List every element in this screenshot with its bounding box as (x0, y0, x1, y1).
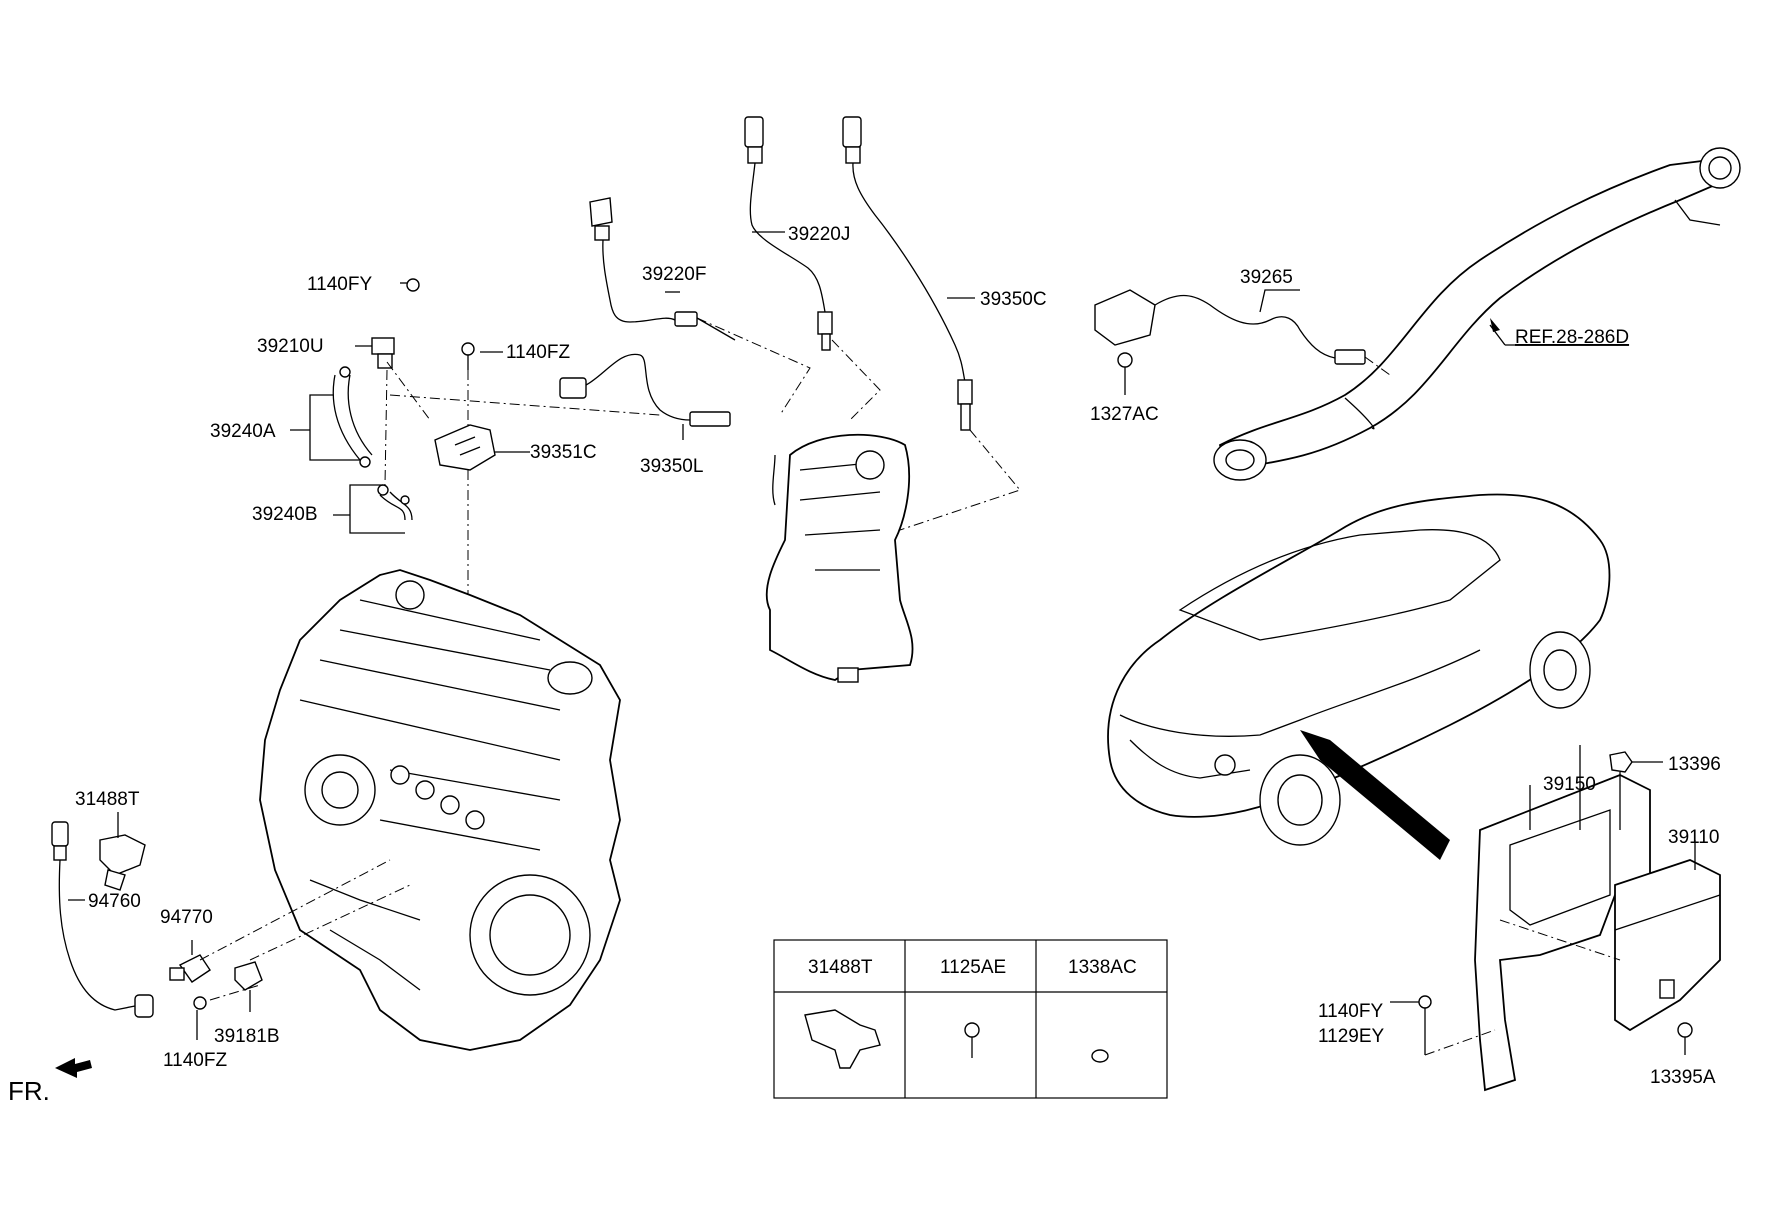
vehicle-illustration (1107, 493, 1611, 860)
label-1140fy-top: 1140FY (307, 274, 372, 295)
bolt-1140fz-bottom[interactable] (193, 996, 207, 1040)
label-13396: 13396 (1668, 754, 1721, 775)
legend-header-2: 1125AE (940, 957, 1006, 978)
exhaust-pipe[interactable] (1213, 147, 1741, 481)
label-13395a: 13395A (1650, 1067, 1716, 1088)
part-labels: 39220J 39220F 39350C 39265 1140FY 39210U… (8, 224, 1721, 1106)
nut-13396[interactable] (1609, 751, 1663, 830)
sensor-94760[interactable] (51, 821, 154, 1018)
catalytic-converter[interactable] (765, 433, 914, 683)
legend-table (773, 939, 1168, 1099)
bolt-1140fy-bottom[interactable] (1390, 995, 1432, 1055)
sensor-39220j[interactable] (744, 116, 833, 351)
label-94770: 94770 (160, 907, 213, 928)
bracket-39351c[interactable] (434, 424, 530, 471)
label-39350l: 39350L (640, 456, 703, 477)
legend-header-3: 1338AC (1068, 957, 1137, 978)
sensor-39220f[interactable] (589, 197, 736, 341)
label-39220j: 39220J (788, 224, 850, 245)
label-94760: 94760 (88, 891, 141, 912)
engine-block[interactable] (259, 569, 621, 1051)
ref-callout (1489, 318, 1628, 346)
sensor-39265[interactable] (1094, 289, 1366, 395)
sensor-39350c[interactable] (842, 116, 973, 431)
legend-header-1: 31488T (808, 957, 873, 978)
legend-nut-1338ac (1091, 1049, 1109, 1063)
label-39351c: 39351C (530, 442, 597, 463)
bracket-31488t[interactable] (99, 812, 146, 891)
bracket-39150[interactable] (1474, 774, 1651, 1092)
legend-bolt-1125ae (964, 1022, 980, 1058)
label-39240b: 39240B (252, 504, 318, 525)
nut-13395a[interactable] (1677, 1022, 1693, 1055)
bolt-1140fy-top[interactable] (400, 278, 420, 292)
label-39240a: 39240A (210, 421, 276, 442)
label-39181b: 39181B (214, 1026, 280, 1047)
sensor-39350l[interactable] (559, 353, 731, 427)
label-39265: 39265 (1240, 267, 1293, 288)
front-direction-arrow-icon (55, 1058, 92, 1078)
hose-39240b[interactable] (333, 484, 413, 534)
label-39220f: 39220F (642, 264, 706, 285)
label-39110: 39110 (1668, 827, 1719, 848)
bracket-39181b[interactable] (234, 961, 263, 1012)
legend-bracket-31488t (804, 1009, 881, 1069)
label-1327ac: 1327AC (1090, 404, 1159, 425)
label-1140fz-top: 1140FZ (506, 342, 570, 363)
bolt-1140fz-top[interactable] (461, 342, 503, 370)
ecu-39110[interactable] (1614, 859, 1721, 1032)
hose-39240a[interactable] (290, 366, 373, 468)
label-ref: REF.28-286D (1515, 327, 1629, 348)
label-31488t: 31488T (75, 789, 140, 810)
label-1140fz-bottom: 1140FZ (163, 1050, 227, 1071)
sensor-94770[interactable] (169, 940, 211, 983)
label-1129ey: 1129EY (1318, 1026, 1385, 1047)
label-39150: 39150 (1543, 774, 1596, 795)
label-39350c: 39350C (980, 289, 1047, 310)
label-1140fy-bottom: 1140FY (1318, 1001, 1383, 1022)
label-front: FR. (8, 1076, 50, 1106)
label-39210u: 39210U (257, 336, 324, 357)
